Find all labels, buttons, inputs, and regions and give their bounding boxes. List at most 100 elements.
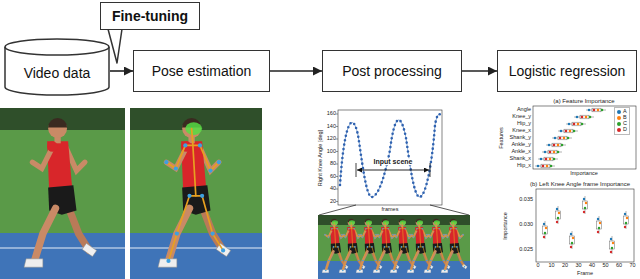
knee-angle-plot — [336, 114, 338, 115]
feature-name: Ankle_x — [511, 149, 531, 155]
knee-angle-plot — [336, 114, 338, 202]
pose-photo — [130, 108, 262, 279]
node-text: Video data — [24, 65, 91, 81]
feature-importance-chart — [542, 150, 562, 154]
knee-angle-plot — [430, 205, 469, 215]
callout-pointer — [108, 29, 122, 63]
axis-title: Importance — [503, 212, 509, 240]
pose-photo — [130, 247, 262, 248]
legend-row: A — [617, 109, 627, 115]
legend-text: A — [623, 109, 627, 115]
feature-importance-chart — [533, 106, 636, 169]
tick-label: 30 — [575, 263, 581, 269]
legend-swatch — [617, 116, 621, 120]
flow-arrow — [462, 70, 497, 72]
tick-label: 0.030 — [519, 222, 533, 228]
pose-photo — [130, 233, 262, 279]
pose-photo — [164, 122, 225, 263]
frame-importance-chart — [597, 216, 602, 234]
frame-strip — [318, 215, 470, 225]
tick-label: 100 — [327, 149, 336, 155]
feature-name: Ankle_y — [511, 142, 531, 148]
frame-importance-chart — [624, 211, 629, 229]
knee-angle-plot — [340, 114, 441, 197]
callout-bubble: Fine-tuning — [100, 2, 200, 30]
feature-name: Shank_y — [510, 135, 531, 141]
feature-name: Knee_y — [512, 114, 531, 120]
legend-text: B — [623, 115, 627, 121]
knee-angle-plot — [336, 151, 338, 152]
runner-photo — [0, 233, 125, 279]
tick-label: 160 — [327, 111, 336, 117]
knee-angle-plot — [336, 201, 338, 202]
chart-title: (b) Left Knee Angle frame Importance — [530, 181, 630, 187]
knee-angle-plot — [356, 163, 357, 177]
frame-importance-chart — [556, 206, 561, 224]
runner-photo — [0, 247, 125, 248]
legend-row: C — [617, 121, 627, 127]
feature-importance-chart — [552, 136, 572, 140]
tick-label: 0.035 — [519, 197, 533, 203]
knee-angle-plot — [430, 163, 431, 177]
knee-angle-plot — [319, 110, 469, 215]
tick-label: 40 — [330, 186, 336, 192]
feature-importance-chart — [546, 143, 566, 147]
knee-angle-plot — [338, 110, 442, 205]
feature-importance-chart — [533, 106, 636, 169]
pose-photo — [158, 118, 231, 267]
runner-photo — [0, 108, 125, 279]
node-text: Fine-tuning — [112, 8, 188, 24]
node-text: Logistic regression — [509, 63, 626, 79]
feature-name: Shank_x — [510, 156, 531, 162]
tick-label: 20 — [562, 263, 568, 269]
frame-strip — [318, 215, 470, 279]
feature-importance-chart — [574, 115, 594, 119]
runner-photo — [24, 118, 97, 267]
feature-name: Hip_y — [517, 121, 531, 127]
frame-importance-chart — [610, 236, 615, 254]
tick-label: 0.025 — [519, 247, 533, 253]
feature-name: Knee_x — [512, 128, 531, 134]
knee-angle-plot — [336, 164, 338, 165]
database-cylinder: Video data — [4, 38, 110, 96]
axis-title: Features — [499, 127, 505, 149]
process-box: Logistic regression — [497, 50, 637, 92]
frame-importance-chart — [543, 221, 548, 239]
frame-importance-chart — [536, 189, 634, 262]
tick-label: 40 — [589, 263, 595, 269]
tick-label: 80 — [330, 161, 336, 167]
cylinder-body — [5, 39, 109, 95]
tick-label: 60 — [330, 174, 336, 180]
runner-photo — [0, 108, 125, 279]
feature-importance-chart — [538, 157, 558, 161]
tick-label: 50 — [602, 263, 608, 269]
legend-swatch — [617, 128, 621, 132]
node-text: Pose estimation — [152, 63, 252, 79]
knee-angle-plot — [357, 170, 429, 171]
cylinder-rim — [5, 47, 109, 55]
legend-text: C — [623, 121, 627, 127]
chart-legend: ABCD — [614, 107, 630, 135]
tick-label: 70 — [629, 263, 635, 269]
axis-title: frames — [381, 207, 400, 213]
knee-angle-plot — [340, 114, 441, 197]
knee-angle-plot — [336, 139, 338, 140]
node-text: Post processing — [342, 63, 442, 79]
frame-strip — [318, 215, 470, 279]
legend-row: D — [617, 127, 627, 133]
tick-label: 60 — [616, 263, 622, 269]
scene-label: Input scene — [373, 158, 414, 165]
knee-angle-plot — [336, 126, 338, 127]
feature-name: Angle — [517, 107, 531, 113]
feature-importance-chart — [586, 108, 606, 112]
process-box: Pose estimation — [133, 50, 270, 92]
frame-importance-chart — [536, 189, 634, 262]
feature-name: Hip_x — [517, 163, 531, 169]
feature-importance-chart — [558, 129, 578, 133]
frame-importance-chart — [583, 196, 588, 214]
legend-row: B — [617, 115, 627, 121]
tick-label: 10 — [548, 263, 554, 269]
legend-swatch — [617, 110, 621, 114]
axis-title: Importance — [570, 171, 598, 177]
feature-importance-chart — [566, 122, 586, 126]
